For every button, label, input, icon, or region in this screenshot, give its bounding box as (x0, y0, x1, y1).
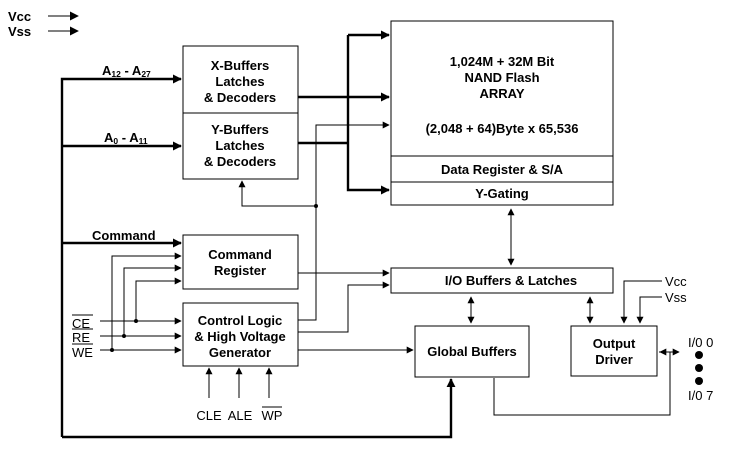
data-register-label: Data Register & S/A (441, 162, 564, 177)
x-buffers-block: X-Buffers Latches & Decoders (182, 45, 299, 114)
we-pin-label: WE (72, 345, 93, 360)
ale-pin-label: ALE (228, 408, 253, 423)
control-logic-line-1: Control Logic (198, 313, 283, 328)
io-buffers-label: I/O Buffers & Latches (445, 273, 577, 288)
array-title-line-3: ARRAY (479, 86, 524, 101)
active-low-overlines (72, 314, 93, 330)
array-title-line-1: 1,024M + 32M Bit (450, 54, 555, 69)
control-logic-block: Control Logic & High Voltage Generator (182, 302, 299, 367)
nand-flash-array-block: 1,024M + 32M Bit NAND Flash ARRAY (2,048… (390, 20, 614, 206)
global-buffers-label: Global Buffers (427, 344, 517, 359)
address-label-high: A12 - A27 (102, 63, 151, 79)
command-register-line-1: Command (208, 247, 272, 262)
y-buffers-line-3: & Decoders (204, 154, 276, 169)
legend-vcc-label: Vcc (8, 9, 31, 24)
y-buffers-line-1: Y-Buffers (211, 122, 269, 137)
re-pin-label: RE (72, 330, 90, 345)
data-path-lines: Vcc Vss (467, 208, 687, 416)
address-label-low: A0 - A11 (104, 130, 148, 146)
io-pin-dot (695, 351, 703, 359)
x-buffers-line-1: X-Buffers (211, 58, 270, 73)
io0-pin-label: I/0 0 (688, 335, 713, 350)
legend-vss-label: Vss (8, 24, 31, 39)
output-vcc-label: Vcc (665, 274, 687, 289)
y-buffers-line-2: Latches (215, 138, 264, 153)
io-pin-dot (695, 364, 703, 372)
io-buffers-block: I/O Buffers & Latches (390, 267, 614, 294)
array-title-line-2: NAND Flash (464, 70, 539, 85)
array-organization: (2,048 + 64)Byte x 65,536 (426, 121, 579, 136)
cle-pin-label: CLE (196, 408, 222, 423)
output-driver-line-2: Driver (595, 352, 633, 367)
output-driver-line-1: Output (593, 336, 636, 351)
io7-pin-label: I/0 7 (688, 388, 713, 403)
wp-pin-label: WP (262, 408, 283, 423)
x-buffers-line-2: Latches (215, 74, 264, 89)
output-vss-label: Vss (665, 290, 687, 305)
legend: Vcc Vss (8, 9, 79, 39)
command-register-block: Command Register (182, 234, 299, 290)
y-buffers-block: Y-Buffers Latches & Decoders (182, 112, 299, 180)
global-buffers-block: Global Buffers (414, 325, 530, 378)
io-pins: I/0 0 I/0 7 (688, 335, 713, 403)
io-pin-dot (695, 377, 703, 385)
command-bus: Command (62, 228, 182, 248)
control-signal-lines: CE RE WE CLE ALE WP (72, 121, 414, 423)
decoder-to-array-buses (298, 30, 390, 195)
address-bus: A12 - A27 A0 - A11 (60, 63, 456, 439)
output-driver-block: Output Driver (570, 325, 658, 377)
command-label: Command (92, 228, 156, 243)
x-buffers-line-3: & Decoders (204, 90, 276, 105)
control-logic-line-2: & High Voltage (194, 329, 285, 344)
command-register-line-2: Register (214, 263, 266, 278)
ce-pin-label: CE (72, 316, 90, 331)
y-gating-label: Y-Gating (475, 186, 529, 201)
control-logic-line-3: Generator (209, 345, 271, 360)
